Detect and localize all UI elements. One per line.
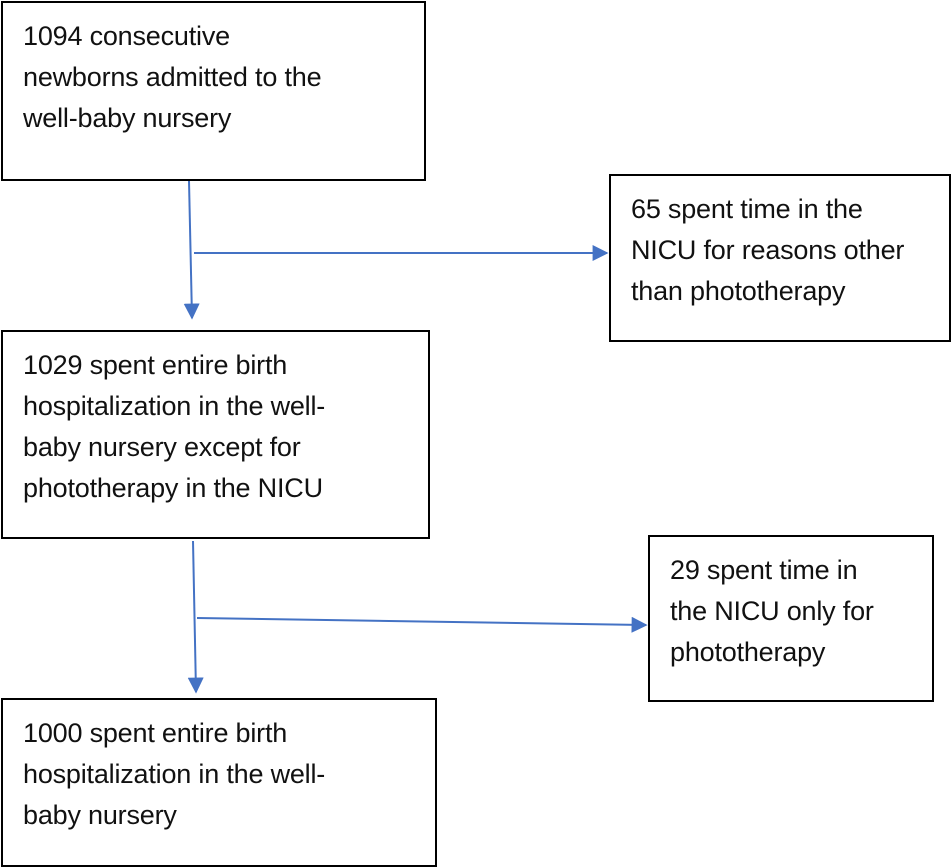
box-text-line: baby nursery bbox=[23, 800, 177, 830]
flow-box-final-cohort: 1000 spent entire birth hospitalization … bbox=[1, 698, 437, 867]
box-text-line: 1029 spent entire birth bbox=[23, 350, 288, 380]
flow-box-nicu-other-reasons: 65 spent time in the NICU for reasons ot… bbox=[609, 174, 951, 342]
box-text-line: 1000 spent entire birth bbox=[23, 718, 288, 748]
arrow-branch-to-nicu-phototherapy-only bbox=[196, 616, 648, 633]
box-text-line: NICU for reasons other bbox=[631, 235, 905, 265]
box-text-line: baby nursery except for bbox=[23, 432, 301, 462]
box-text-line: phototherapy in the NICU bbox=[23, 473, 323, 503]
box-text-line: 65 spent time in the bbox=[631, 194, 863, 224]
box-text-line: hospitalization in the well- bbox=[23, 759, 326, 789]
box-text-line: 29 spent time in bbox=[670, 555, 858, 585]
arrow-except-phototherapy-to-final-cohort bbox=[187, 540, 204, 694]
arrow-newborns-to-except-phototherapy bbox=[183, 180, 200, 320]
box-text-line: well-baby nursery bbox=[23, 103, 232, 133]
box-text-line: newborns admitted to the bbox=[23, 62, 322, 92]
flow-box-nicu-phototherapy-only: 29 spent time in the NICU only for photo… bbox=[648, 535, 934, 702]
box-text-line: 1094 consecutive bbox=[23, 21, 230, 51]
box-text-line: the NICU only for bbox=[670, 596, 874, 626]
box-text-line: phototherapy bbox=[670, 637, 826, 667]
flow-box-newborns-admitted: 1094 consecutive newborns admitted to th… bbox=[1, 1, 426, 181]
flow-box-except-phototherapy: 1029 spent entire birth hospitalization … bbox=[1, 330, 430, 539]
box-text-line: hospitalization in the well- bbox=[23, 391, 326, 421]
box-text-line: than phototherapy bbox=[631, 276, 846, 306]
